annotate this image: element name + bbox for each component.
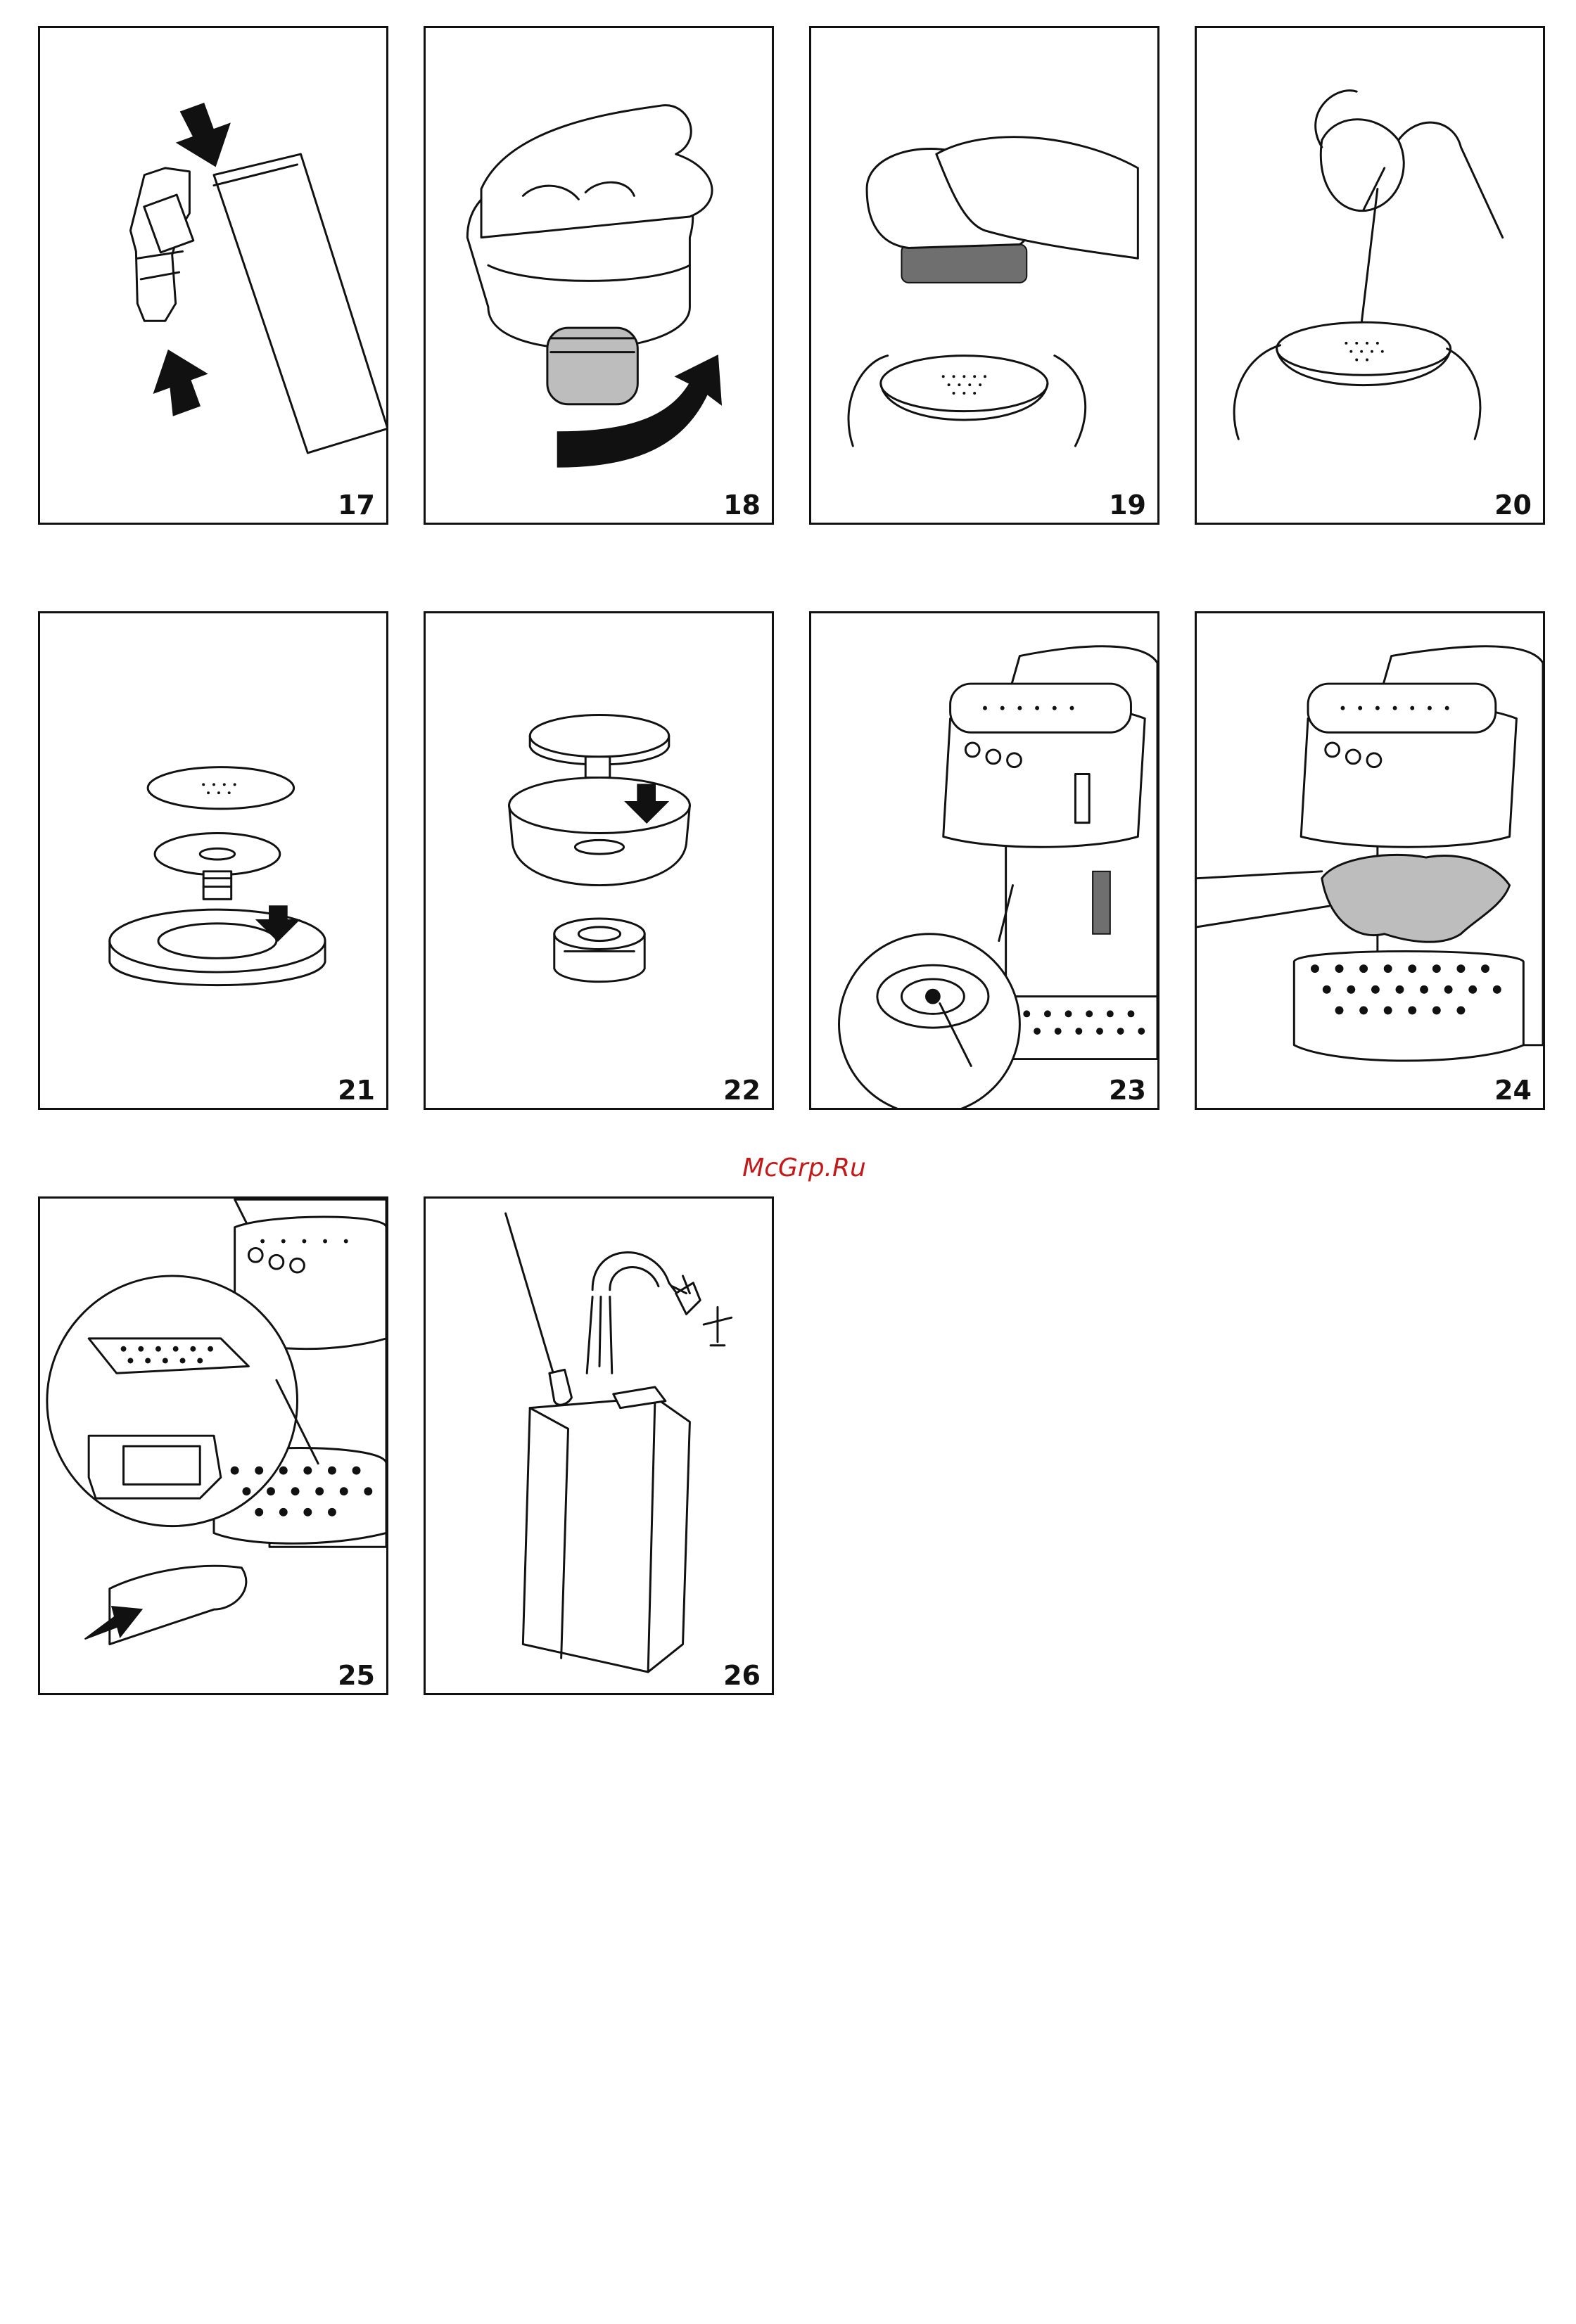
figure-25: 25 [38,1196,388,1695]
figure-18: 18 [424,26,774,525]
brush-filter-illustration [811,28,1157,523]
figure-number: 25 [338,1662,375,1689]
figure-number: 21 [338,1077,375,1104]
figure-number: 18 [723,492,761,518]
figure-20: 20 [1195,26,1545,525]
figure-21: 21 [38,611,388,1110]
pin-clean-holes-illustration [1197,28,1543,523]
figure-19: 19 [809,26,1159,525]
figure-17: 17 [38,26,388,525]
watermark: McGrp.Ru [727,1154,882,1182]
figure-number: 23 [1109,1077,1146,1104]
figure-24: 24 [1195,611,1545,1110]
figure-number: 26 [723,1662,761,1689]
figure-number: 17 [338,492,375,518]
remove-drip-tray-illustration [40,1199,386,1693]
figure-23: 23 [809,611,1159,1110]
figure-number: 22 [723,1077,761,1104]
wash-water-tank-illustration [426,1199,772,1693]
figure-number: 19 [1109,492,1146,518]
figure-26: 26 [424,1196,774,1695]
figure-22: 22 [424,611,774,1110]
figure-number: 20 [1494,492,1532,518]
clean-boiler-outlet-illustration [811,613,1157,1108]
filter-parts-exploded-illustration [40,613,386,1108]
twist-off-filter-illustration [426,28,772,523]
filter-holder-exploded-illustration [426,613,772,1108]
wipe-boiler-illustration [1197,613,1543,1108]
figure-number: 24 [1494,1077,1532,1104]
filter-cartridge-illustration [40,28,386,523]
